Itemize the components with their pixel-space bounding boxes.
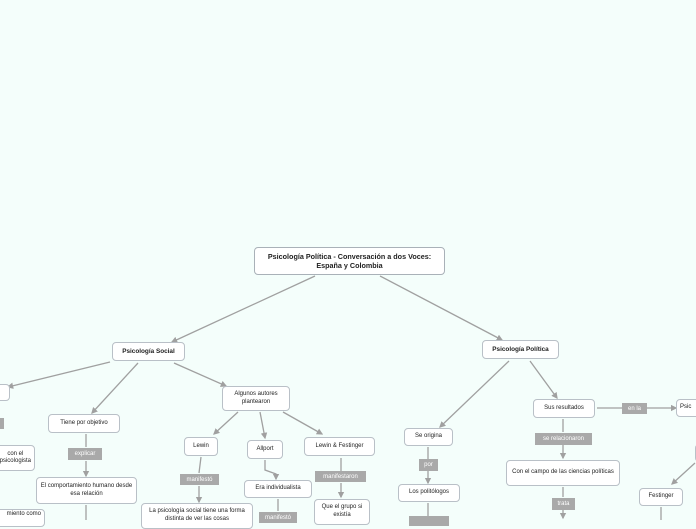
offscreen-label-left — [0, 418, 4, 429]
root-topic[interactable]: Psicología Política - Conversación a dos… — [254, 247, 445, 275]
edge-autores-lewin — [213, 411, 239, 435]
edge-autores-lewinfest — [282, 411, 324, 435]
edge-autores-allport — [259, 411, 268, 440]
node-grupo-existia[interactable]: Que el grupo si existía — [314, 499, 370, 525]
offscreen-node-psic[interactable]: Psic — [676, 399, 696, 417]
edge-root-politica — [379, 275, 504, 341]
node-lewin[interactable]: Lewin — [184, 437, 218, 456]
edge-allport-individualista — [264, 460, 280, 481]
edge-politica-resultados — [529, 360, 558, 400]
label-explicar: explicar — [68, 448, 102, 460]
label-por: por — [419, 459, 438, 471]
node-se-origina[interactable]: Se origina — [404, 428, 453, 446]
edge-right-festinger — [671, 462, 696, 485]
node-lewin-afirmacion[interactable]: La psicología social tiene una forma dis… — [141, 503, 253, 529]
edge-social-objetivo — [91, 362, 139, 414]
node-individualista[interactable]: Era individualista — [244, 480, 312, 498]
node-politologos[interactable]: Los politólogos — [398, 484, 460, 502]
label-manifesto-allport: manifestó — [259, 512, 297, 523]
node-comportamiento-humano[interactable]: El comportamiento humano desde esa relac… — [36, 477, 137, 504]
label-se-relacionaron: se relacionaron — [535, 433, 592, 445]
edge-social-left — [6, 361, 111, 389]
edge-root-social — [170, 275, 316, 343]
label-manifestaron: manifestaron — [315, 471, 366, 482]
node-algunos-autores[interactable]: Algunos autores plantearon — [222, 386, 290, 411]
offscreen-label-politologos — [409, 516, 449, 526]
branch-psicologia-politica[interactable]: Psicología Política — [482, 340, 559, 359]
label-manifesto-lewin: manifestó — [180, 474, 219, 485]
node-tiene-objetivo[interactable]: Tiene por objetivo — [48, 414, 120, 433]
node-allport[interactable]: Allport — [247, 440, 283, 459]
offscreen-node-top-left[interactable] — [0, 384, 10, 401]
node-lewin-festinger[interactable]: Lewin & Festinger — [304, 437, 375, 456]
node-festinger[interactable]: Festinger — [639, 488, 683, 506]
edge-social-autores — [173, 362, 228, 387]
offscreen-node-bottom-left[interactable]: miento como — [0, 509, 45, 527]
label-en-la: en la — [622, 403, 647, 414]
offscreen-node-psicologista[interactable]: con el psicologista — [0, 445, 35, 471]
label-trata: trata — [552, 498, 575, 510]
branch-psicologia-social[interactable]: Psicología Social — [112, 342, 185, 361]
node-ciencias-politicas[interactable]: Con el campo de las ciencias políticas — [506, 460, 620, 486]
connector-lines — [6, 275, 696, 520]
edge-lewin-manifesto — [198, 456, 202, 474]
edge-politica-origina — [439, 360, 510, 428]
node-sus-resultados[interactable]: Sus resultados — [533, 399, 595, 418]
